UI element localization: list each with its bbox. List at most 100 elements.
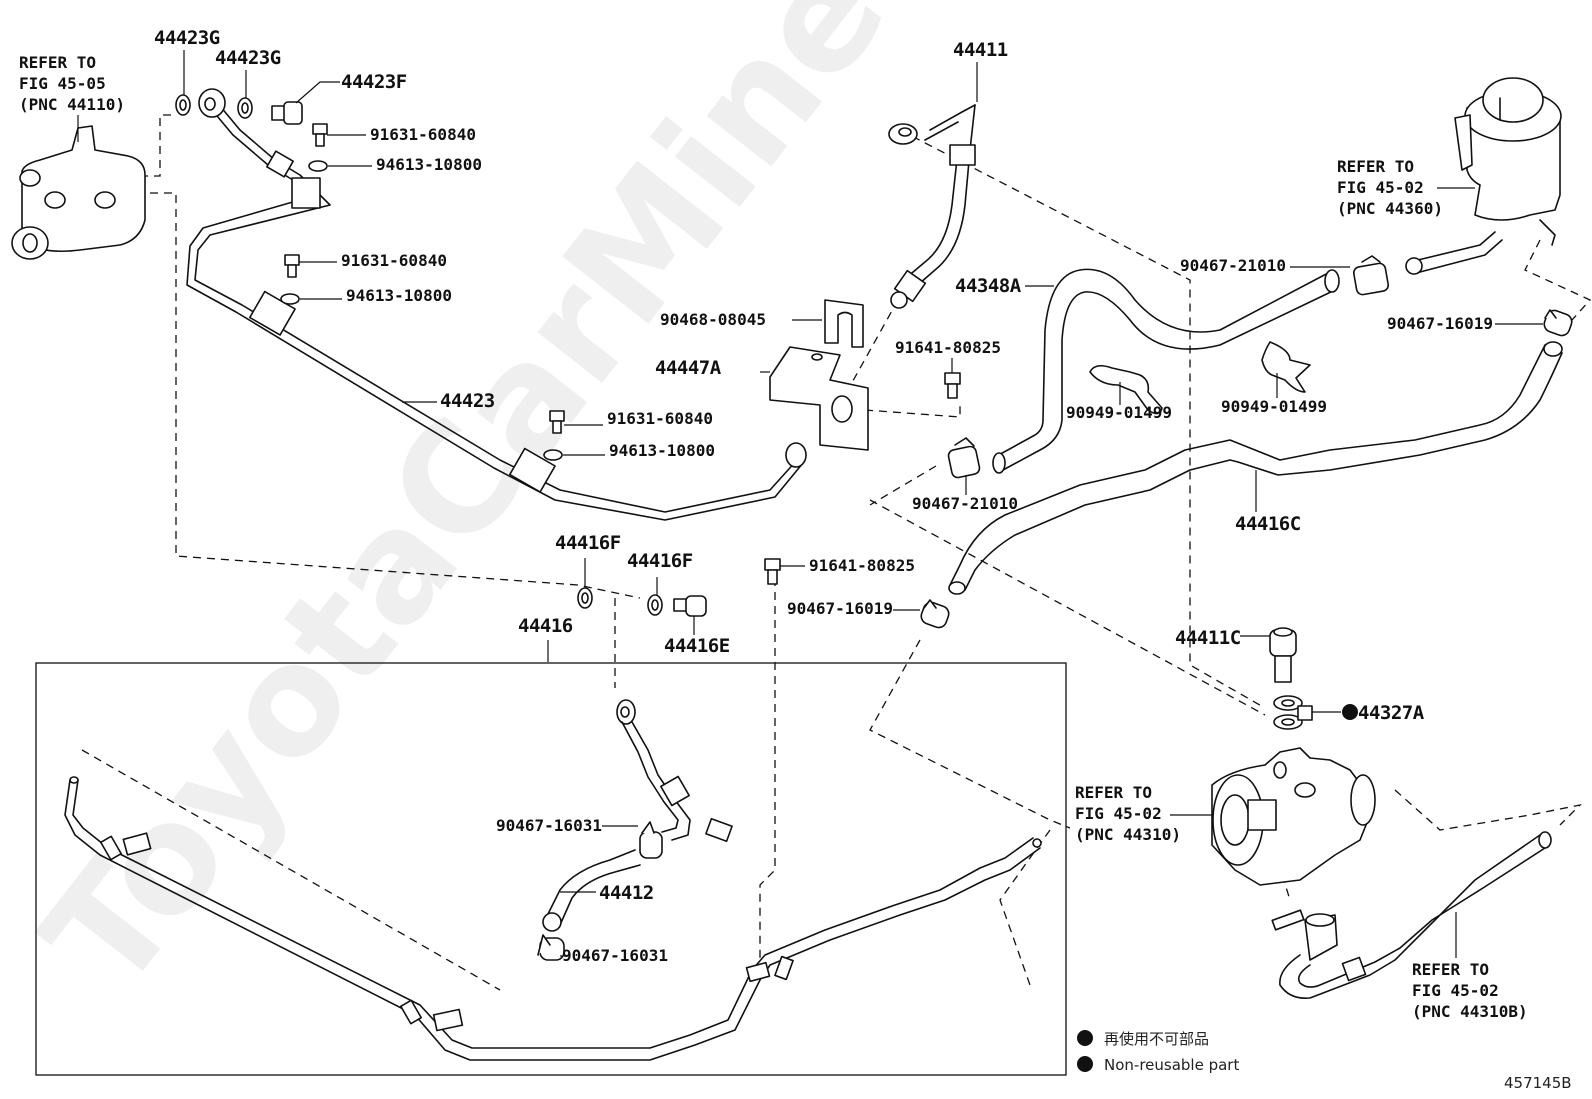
figure-id: 457145B [1504, 1074, 1572, 1092]
gasket-94613-10800-b[interactable] [280, 293, 300, 305]
label-90468-08045: 90468-08045 [660, 310, 822, 329]
gasket-94613-10800-c[interactable] [543, 449, 563, 461]
label-44423G-b: 44423G [215, 47, 281, 98]
svg-text:(PNC 44360): (PNC 44360) [1337, 199, 1443, 218]
gasket-44423G-b[interactable] [237, 97, 253, 119]
svg-text:94613-10800: 94613-10800 [609, 441, 715, 460]
label-90467-16031-b: 90467-16031 [560, 946, 668, 965]
union-bolt-44411C[interactable] [1269, 627, 1297, 683]
label-44411C: 44411C [1175, 627, 1270, 649]
bolt-91631-60840-a[interactable] [312, 123, 328, 147]
oil-cooler-tube-44416[interactable] [64, 776, 1042, 1061]
non-reusable-marker-icon [1342, 704, 1358, 720]
gasket-44423G-a[interactable] [175, 94, 191, 116]
suction-pipe-ref-44310B[interactable] [1271, 831, 1552, 1000]
clamp-90467-16031-a[interactable] [639, 821, 663, 859]
label-44327A: 44327A [1312, 702, 1425, 724]
pressure-tube-44423[interactable] [186, 88, 807, 521]
label-90949-01499-b: 90949-01499 [1221, 373, 1327, 416]
svg-text:44348A: 44348A [955, 275, 1022, 297]
non-reusable-marker-icon [1077, 1030, 1093, 1046]
gasket-44327A[interactable] [1273, 695, 1313, 730]
svg-text:91631-60840: 91631-60840 [607, 409, 713, 428]
svg-text:REFER TO: REFER TO [1412, 960, 1489, 979]
clamp-90467-16019-b[interactable] [919, 599, 951, 630]
ref-note-fig-45-02-44310: REFER TO FIG 45-02 (PNC 44310) [1075, 783, 1212, 844]
clamp-90467-16019-a[interactable] [1542, 308, 1574, 338]
label-44348A: 44348A [955, 275, 1054, 297]
bolt-91631-60840-b[interactable] [284, 254, 300, 278]
label-90949-01499-a: 90949-01499 [1066, 382, 1172, 422]
gasket-94613-10800-a[interactable] [308, 160, 328, 172]
svg-text:90467-16031: 90467-16031 [496, 816, 602, 835]
power-steering-pump-ref-44110[interactable] [11, 125, 146, 260]
label-91631-60840-b: 91631-60840 [299, 251, 447, 270]
bolt-91631-60840-c[interactable] [549, 410, 565, 434]
svg-text:(PNC 44110): (PNC 44110) [19, 95, 125, 114]
label-94613-10800-c: 94613-10800 [563, 441, 715, 460]
non-reusable-marker-icon [1077, 1056, 1093, 1072]
svg-text:44423G: 44423G [215, 47, 281, 69]
svg-text:(PNC 44310): (PNC 44310) [1075, 825, 1181, 844]
ref-note-fig-45-05: REFER TO FIG 45-05 (PNC 44110) [19, 53, 125, 142]
gasket-44416F-a[interactable] [577, 587, 593, 609]
svg-text:90467-21010: 90467-21010 [1180, 256, 1286, 275]
clamp-90467-21010-b[interactable] [947, 437, 981, 479]
svg-text:44416: 44416 [518, 615, 573, 637]
svg-text:44423G: 44423G [154, 27, 220, 49]
power-steering-pump-ref-44310[interactable] [1211, 747, 1376, 886]
svg-text:91641-80825: 91641-80825 [809, 556, 915, 575]
svg-text:FIG 45-02: FIG 45-02 [1337, 178, 1424, 197]
svg-text:FIG 45-05: FIG 45-05 [19, 74, 106, 93]
assembly-box-44416 [35, 662, 1067, 1076]
union-bolt-44416E[interactable] [673, 595, 707, 617]
clip-90468-08045[interactable] [824, 299, 864, 348]
clamp-90467-21010-a[interactable] [1352, 255, 1390, 296]
label-94613-10800-b: 94613-10800 [300, 286, 452, 305]
clip-90949-01499-a[interactable] [1089, 364, 1163, 415]
svg-text:44423F: 44423F [341, 71, 407, 93]
svg-text:44423: 44423 [440, 390, 495, 412]
svg-text:再使用不可部品: 再使用不可部品 [1104, 1030, 1209, 1048]
svg-text:REFER TO: REFER TO [19, 53, 96, 72]
svg-text:FIG 45-02: FIG 45-02 [1075, 804, 1162, 823]
reservoir-ref-44360[interactable] [1405, 77, 1562, 275]
svg-text:44412: 44412 [599, 882, 654, 904]
svg-text:(PNC 44310B): (PNC 44310B) [1412, 1002, 1528, 1021]
gasket-44416F-b[interactable] [647, 594, 663, 616]
svg-text:44416C: 44416C [1235, 513, 1301, 535]
pressure-hose-44411[interactable] [888, 104, 976, 309]
svg-text:94613-10800: 94613-10800 [346, 286, 452, 305]
label-94613-10800-a: 94613-10800 [328, 155, 482, 174]
label-91641-80825-b: 91641-80825 [780, 556, 915, 575]
legend: 再使用不可部品 Non-reusable part [1077, 1030, 1239, 1074]
svg-text:91631-60840: 91631-60840 [370, 125, 476, 144]
dashed-guides [81, 114, 1592, 991]
bracket-44447A[interactable] [769, 346, 869, 451]
return-hose-44348A[interactable] [992, 268, 1340, 474]
label-44416E: 44416E [664, 616, 730, 657]
svg-text:44447A: 44447A [655, 357, 722, 379]
svg-text:REFER TO: REFER TO [1075, 783, 1152, 802]
bolt-91641-80825-b[interactable] [764, 558, 781, 585]
bolt-91641-80825-a[interactable] [944, 372, 961, 399]
svg-text:44411: 44411 [953, 39, 1008, 61]
label-91631-60840-c: 91631-60840 [564, 409, 713, 428]
clip-90949-01499-b[interactable] [1261, 341, 1311, 393]
union-bolt-44423F[interactable] [271, 101, 303, 125]
watermark: ToyotaCarMine.ru [11, 0, 1066, 1022]
label-44412: 44412 [560, 882, 654, 904]
feed-tube-44416[interactable] [616, 699, 733, 843]
svg-text:90467-16031: 90467-16031 [562, 946, 668, 965]
hose-44412[interactable] [542, 849, 641, 932]
svg-text:44416F: 44416F [555, 532, 621, 554]
svg-text:90467-21010: 90467-21010 [912, 494, 1018, 513]
svg-text:90468-08045: 90468-08045 [660, 310, 766, 329]
label-44447A: 44447A [655, 357, 770, 379]
svg-text:94613-10800: 94613-10800 [376, 155, 482, 174]
label-90467-21010-b: 90467-21010 [912, 475, 1018, 513]
return-hose-44416C[interactable] [948, 341, 1563, 595]
ref-note-fig-45-02-44310B: REFER TO FIG 45-02 (PNC 44310B) [1412, 912, 1528, 1021]
clamp-90467-16031-b[interactable] [537, 934, 565, 961]
